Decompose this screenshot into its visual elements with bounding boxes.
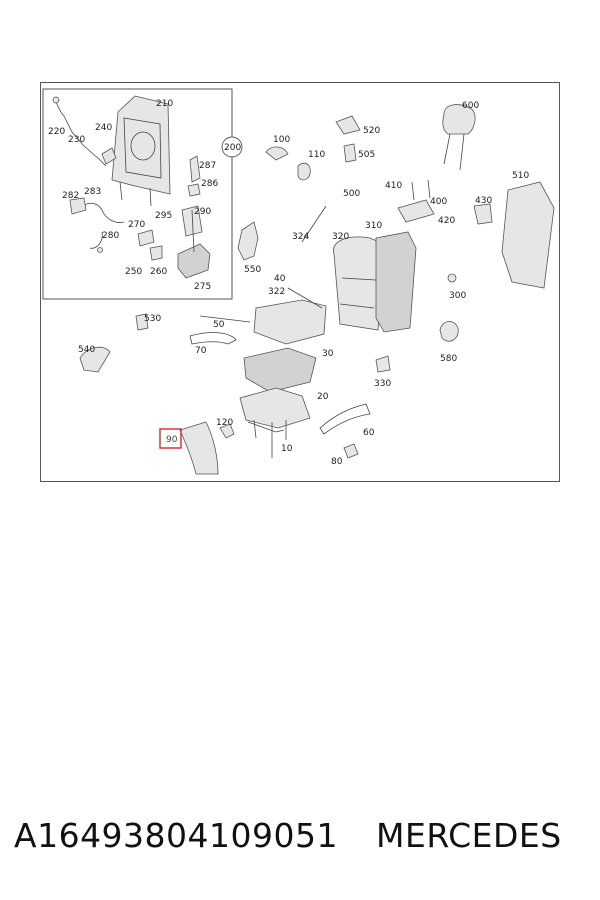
label-410[interactable]: 410 bbox=[385, 181, 402, 191]
seat-backrest bbox=[333, 231, 417, 333]
label-100[interactable]: 100 bbox=[273, 135, 290, 145]
backrest-cover bbox=[501, 181, 555, 289]
footer: A16493804109051 MERCEDES bbox=[14, 810, 594, 860]
label-295[interactable]: 295 bbox=[155, 211, 172, 221]
adjuster-parts bbox=[69, 155, 211, 279]
label-10[interactable]: 10 bbox=[281, 444, 293, 454]
label-540[interactable]: 540 bbox=[78, 345, 95, 355]
parts-diagram: 210 220 240 230 287 286 282 283 290 295 … bbox=[40, 82, 560, 482]
label-260[interactable]: 260 bbox=[150, 267, 167, 277]
callout-200[interactable]: 200 bbox=[221, 136, 243, 158]
label-330[interactable]: 330 bbox=[374, 379, 391, 389]
highlight-box-90 bbox=[159, 428, 182, 449]
label-280[interactable]: 280 bbox=[102, 231, 119, 241]
label-505[interactable]: 505 bbox=[358, 150, 375, 160]
label-500[interactable]: 500 bbox=[343, 189, 360, 199]
label-275[interactable]: 275 bbox=[194, 282, 211, 292]
label-20[interactable]: 20 bbox=[317, 392, 329, 402]
label-80[interactable]: 80 bbox=[331, 457, 343, 467]
label-580[interactable]: 580 bbox=[440, 354, 457, 364]
label-550[interactable]: 550 bbox=[244, 265, 261, 275]
label-250[interactable]: 250 bbox=[125, 267, 142, 277]
label-90[interactable]: 90 bbox=[166, 435, 178, 445]
label-287[interactable]: 287 bbox=[199, 161, 216, 171]
part-labels: 210 220 240 230 287 286 282 283 290 295 … bbox=[48, 99, 529, 467]
label-510[interactable]: 510 bbox=[512, 171, 529, 181]
seat-cushion bbox=[243, 299, 327, 393]
backrest-frame bbox=[111, 95, 171, 207]
label-50[interactable]: 50 bbox=[213, 320, 225, 330]
label-600[interactable]: 600 bbox=[462, 101, 479, 111]
small-fittings bbox=[79, 115, 493, 475]
label-270[interactable]: 270 bbox=[128, 220, 145, 230]
label-200: 200 bbox=[224, 143, 241, 153]
label-286[interactable]: 286 bbox=[201, 179, 218, 189]
label-520[interactable]: 520 bbox=[363, 126, 380, 136]
label-230[interactable]: 230 bbox=[68, 135, 85, 145]
label-240[interactable]: 240 bbox=[95, 123, 112, 133]
brand-name: MERCEDES bbox=[376, 815, 562, 855]
label-324[interactable]: 324 bbox=[292, 232, 309, 242]
label-322[interactable]: 322 bbox=[268, 287, 285, 297]
label-430[interactable]: 430 bbox=[475, 196, 492, 206]
label-290[interactable]: 290 bbox=[194, 207, 211, 217]
label-300[interactable]: 300 bbox=[449, 291, 466, 301]
label-40[interactable]: 40 bbox=[274, 274, 286, 284]
label-110[interactable]: 110 bbox=[308, 150, 325, 160]
headrest bbox=[442, 104, 476, 171]
label-420[interactable]: 420 bbox=[438, 216, 455, 226]
label-30[interactable]: 30 bbox=[322, 349, 334, 359]
label-282[interactable]: 282 bbox=[62, 191, 79, 201]
label-310[interactable]: 310 bbox=[365, 221, 382, 231]
part-number: A16493804109051 bbox=[14, 815, 339, 855]
inset-box bbox=[42, 88, 233, 300]
label-530[interactable]: 530 bbox=[144, 314, 161, 324]
label-60[interactable]: 60 bbox=[363, 428, 375, 438]
label-120[interactable]: 120 bbox=[216, 418, 233, 428]
label-320[interactable]: 320 bbox=[332, 232, 349, 242]
label-400[interactable]: 400 bbox=[430, 197, 447, 207]
label-210[interactable]: 210 bbox=[156, 99, 173, 109]
label-70[interactable]: 70 bbox=[195, 346, 207, 356]
bowden-cable-part bbox=[52, 96, 117, 167]
label-220[interactable]: 220 bbox=[48, 127, 65, 137]
seat-frame bbox=[239, 387, 311, 458]
label-283[interactable]: 283 bbox=[84, 187, 101, 197]
